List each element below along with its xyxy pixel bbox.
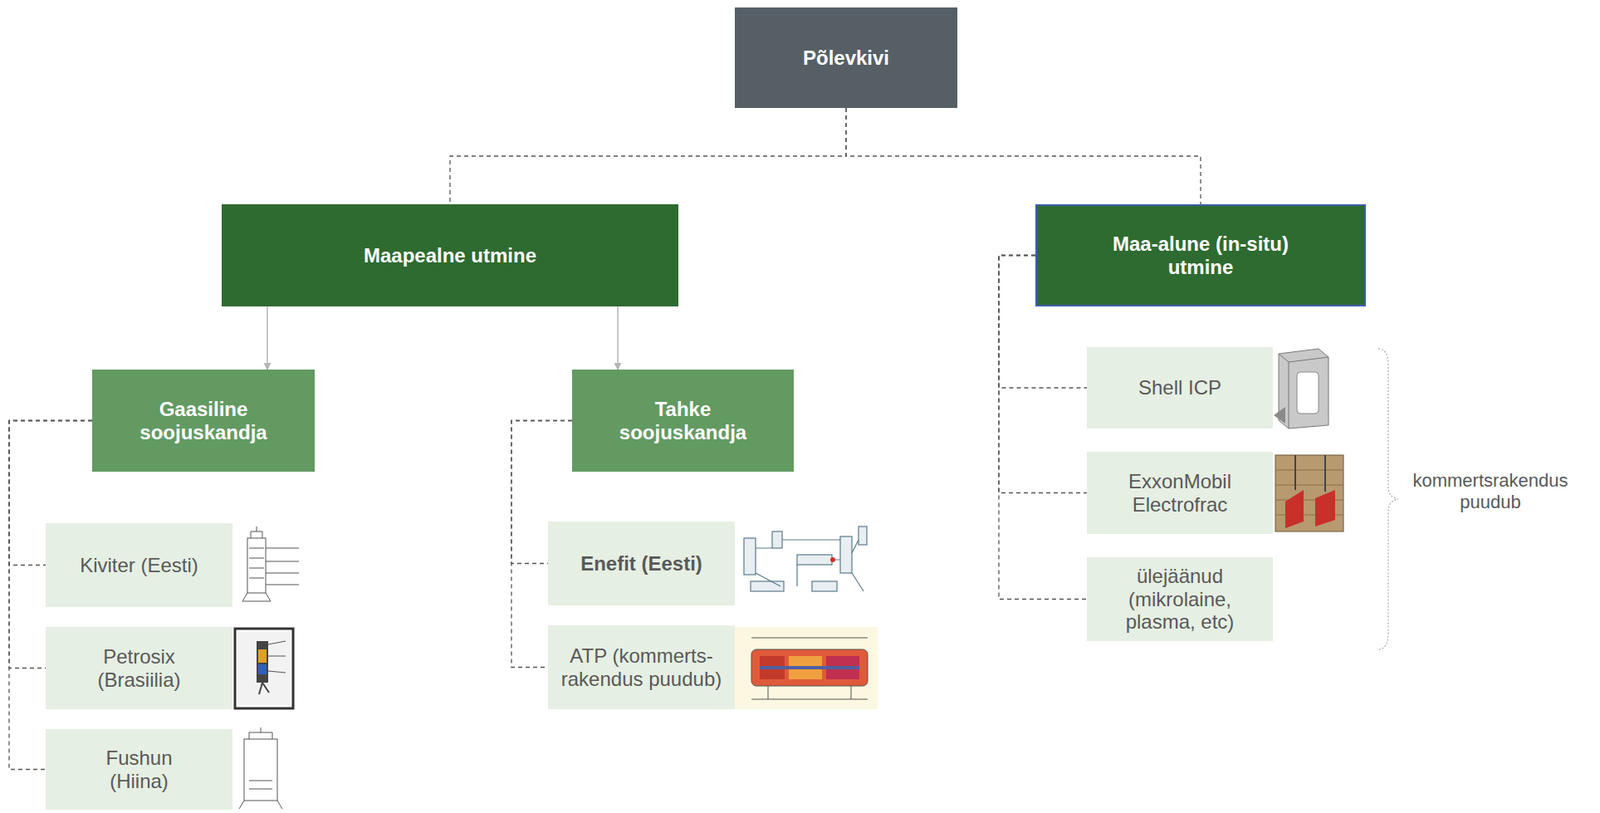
box-label: Põlevkivi — [802, 46, 890, 70]
connector — [616, 306, 619, 370]
box-label: Shell ICP — [1138, 376, 1222, 400]
process-box: ülejäänud (mikrolaine, plasma, etc) — [1086, 557, 1273, 641]
kiviter-drawing — [233, 523, 307, 607]
electrofrac-drawing — [1275, 455, 1344, 532]
process-box: Gaasiline soojuskandja — [92, 369, 315, 472]
atp-drawing — [734, 626, 878, 710]
note-label: kommertsrakendus puudub — [1411, 469, 1570, 514]
shell-icp-drawing — [1273, 348, 1329, 429]
fushun-drawing — [239, 727, 283, 809]
connector — [450, 107, 847, 205]
process-box: Petrosix (Brasiilia) — [45, 626, 233, 710]
box-label: ExxonMobil Electrofrac — [1117, 469, 1243, 516]
process-box: Põlevkivi — [734, 7, 958, 108]
box-label: ATP (kommerts- rakendus puudub) — [556, 644, 727, 690]
box-label: Petrosix (Brasiilia) — [77, 645, 202, 691]
box-label: Maapealne utmine — [363, 244, 537, 268]
connector — [266, 306, 269, 370]
box-label: Enefit (Eesti) — [580, 552, 703, 576]
process-box: Shell ICP — [1086, 347, 1273, 429]
box-label: Gaasiline soojuskandja — [120, 397, 287, 444]
process-box: Enefit (Eesti) — [548, 521, 735, 606]
enefit-drawing — [734, 523, 878, 605]
brace — [1378, 348, 1399, 650]
process-box: Tahke soojuskandja — [572, 369, 794, 472]
process-box: Fushun (Hiina) — [45, 729, 233, 810]
box-label: Maa-alune (in-situ) utmine — [1100, 232, 1301, 279]
process-box: ATP (kommerts- rakendus puudub) — [548, 625, 735, 710]
process-box: ExxonMobil Electrofrac — [1086, 451, 1273, 534]
box-label: Tahke soojuskandja — [600, 397, 767, 444]
connector — [846, 107, 1201, 205]
box-label: Fushun (Hiina) — [77, 746, 202, 793]
box-label: ülejäänud (mikrolaine, plasma, etc) — [1109, 564, 1251, 634]
process-box: Maa-alune (in-situ) utmine — [1035, 204, 1366, 307]
process-box: Maapealne utmine — [221, 204, 679, 307]
process-box: Kiviter (Eesti) — [45, 523, 233, 607]
connector — [998, 255, 1087, 600]
petrosix-drawing — [234, 628, 294, 709]
box-label: Kiviter (Eesti) — [79, 553, 199, 578]
